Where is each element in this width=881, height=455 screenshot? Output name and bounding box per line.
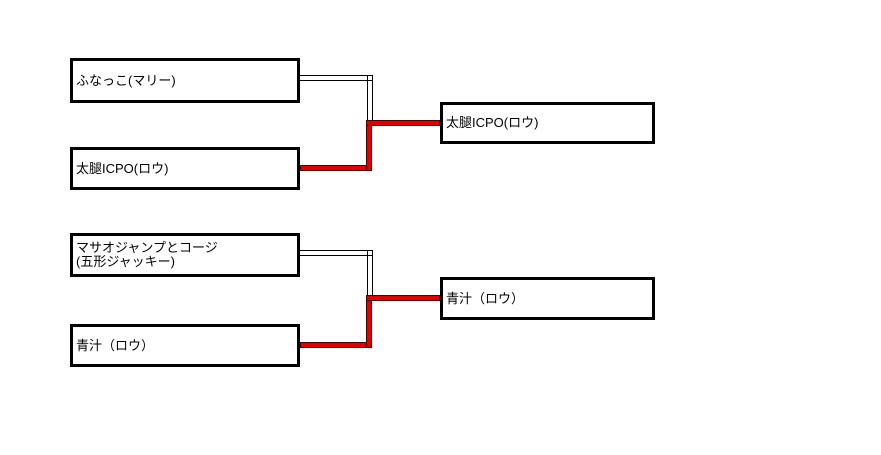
match2-winner-line-vertical <box>366 295 372 348</box>
match1-winner-line-from-player <box>300 165 372 171</box>
match1-player1-name: ふなっこ(マリー) <box>76 72 176 88</box>
match2-winner-box: 青汁（ロウ） <box>440 277 655 320</box>
match1-winner-name: 太腿ICPO(ロウ) <box>446 115 539 130</box>
match1-player1-box: ふなっこ(マリー) <box>70 58 300 103</box>
match1-winner-box: 太腿ICPO(ロウ) <box>440 102 655 144</box>
match1-winner-line-to-winner-box <box>366 120 440 126</box>
match2-player2-name: 青汁（ロウ） <box>76 337 155 353</box>
match2-loser-line-horizontal <box>300 250 373 256</box>
match1-player2-box: 太腿ICPO(ロウ) <box>70 147 300 190</box>
match1-loser-line-vertical <box>367 75 373 121</box>
match2-winner-line-from-player <box>300 342 372 348</box>
match1-loser-line-horizontal <box>300 75 373 81</box>
match2-player2-box: 青汁（ロウ） <box>70 324 300 367</box>
match2-loser-line-vertical <box>367 250 373 296</box>
match1-winner-line-vertical <box>366 120 372 171</box>
match2-player1-name-line2: (五形ジャッキー) <box>76 254 176 269</box>
match2-player1-name-line1: マサオジャンプとコージ <box>76 240 218 255</box>
match1-player2-name: 太腿ICPO(ロウ) <box>76 160 169 176</box>
match2-player1-box: マサオジャンプとコージ (五形ジャッキー) <box>70 233 300 277</box>
match2-winner-line-to-winner-box <box>366 295 440 301</box>
match2-winner-name: 青汁（ロウ） <box>446 290 525 306</box>
